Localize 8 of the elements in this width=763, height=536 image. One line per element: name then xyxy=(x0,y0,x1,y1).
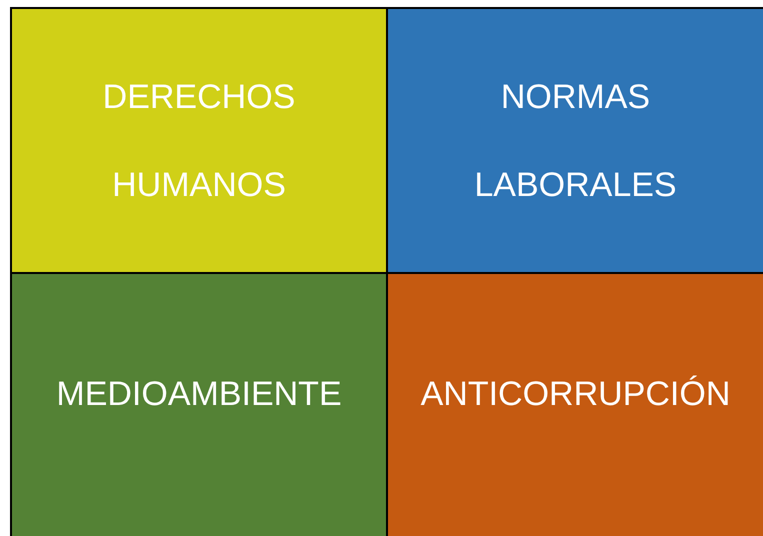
category-box xyxy=(10,7,388,274)
category-label: NORMAS LABORALES xyxy=(473,76,678,206)
category-label: DERECHOS HUMANOS xyxy=(102,76,296,206)
category-label: ANTICORRUPCIÓN xyxy=(420,374,730,415)
category-label: MEDIOAMBIENTE xyxy=(56,374,342,415)
category-box xyxy=(386,7,763,274)
category-box xyxy=(386,272,763,536)
category-box xyxy=(10,272,388,536)
